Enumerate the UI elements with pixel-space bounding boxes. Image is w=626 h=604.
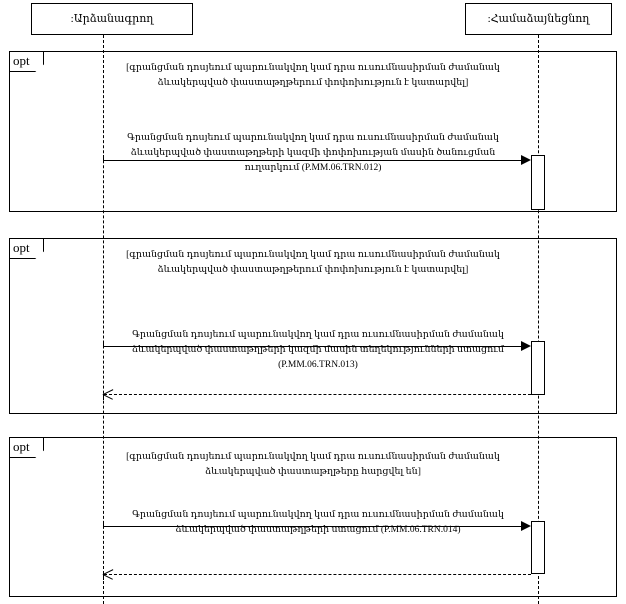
arrowhead-solid-trn-012 xyxy=(521,155,531,165)
fragment-opt-1[interactable]: opt xyxy=(9,51,617,212)
message-origin-stub-trn-013 xyxy=(103,341,104,346)
arrowhead-solid-trn-013 xyxy=(521,341,531,351)
guard-condition-opt-3: [գրանցման դոսյեում պարունակվող կամ դրա ո… xyxy=(126,452,500,477)
fragment-opt-2[interactable]: opt xyxy=(9,238,617,414)
message-origin-stub-trn-012 xyxy=(103,155,104,160)
fragment-operator-label-opt-1: opt xyxy=(10,52,44,72)
activation-bar-approver-1 xyxy=(531,155,545,210)
fragment-operator-label-opt-3: opt xyxy=(10,438,44,458)
fragment-operator-label-opt-2: opt xyxy=(10,239,44,259)
message-target-stub-return-013 xyxy=(103,394,104,400)
message-origin-stub-trn-014 xyxy=(103,521,104,526)
message-label-trn-014: Գրանցման դոսյեում պարունակվող կամ դրա ու… xyxy=(132,510,504,535)
message-target-stub-return-014 xyxy=(103,574,104,580)
activation-bar-approver-2 xyxy=(531,341,545,395)
message-arrow-trn-012[interactable] xyxy=(103,160,525,161)
guard-condition-opt-1: [գրանցման դոսյեում պարունակվող կամ դրա ո… xyxy=(126,63,500,88)
message-arrow-return-014[interactable] xyxy=(104,574,531,575)
fragment-opt-3[interactable]: opt xyxy=(9,437,617,597)
lifeline-head-registrar[interactable]: :Արձանագրող xyxy=(31,3,193,35)
arrowhead-open-return-013 xyxy=(103,389,113,399)
lifeline-registrar xyxy=(103,35,104,604)
guard-condition-opt-2: [գրանցման դոսյեում պարունակվող կամ դրա ո… xyxy=(126,250,500,275)
message-label-trn-012: Գրանցման դոսյեում պարունակվող կամ դրա ու… xyxy=(127,133,499,173)
message-arrow-trn-014[interactable] xyxy=(103,526,525,527)
message-label-trn-013: Գրանցման դոսյեում պարունակվող կամ դրա ու… xyxy=(131,330,504,370)
arrowhead-solid-trn-014 xyxy=(521,521,531,531)
lifeline-approver xyxy=(538,35,539,604)
message-arrow-return-013[interactable] xyxy=(104,394,531,395)
arrowhead-open-return-014 xyxy=(103,569,113,579)
activation-bar-approver-3 xyxy=(531,521,545,574)
lifeline-head-approver[interactable]: :Համաձայնեցնող xyxy=(465,3,612,35)
message-arrow-trn-013[interactable] xyxy=(103,346,525,347)
